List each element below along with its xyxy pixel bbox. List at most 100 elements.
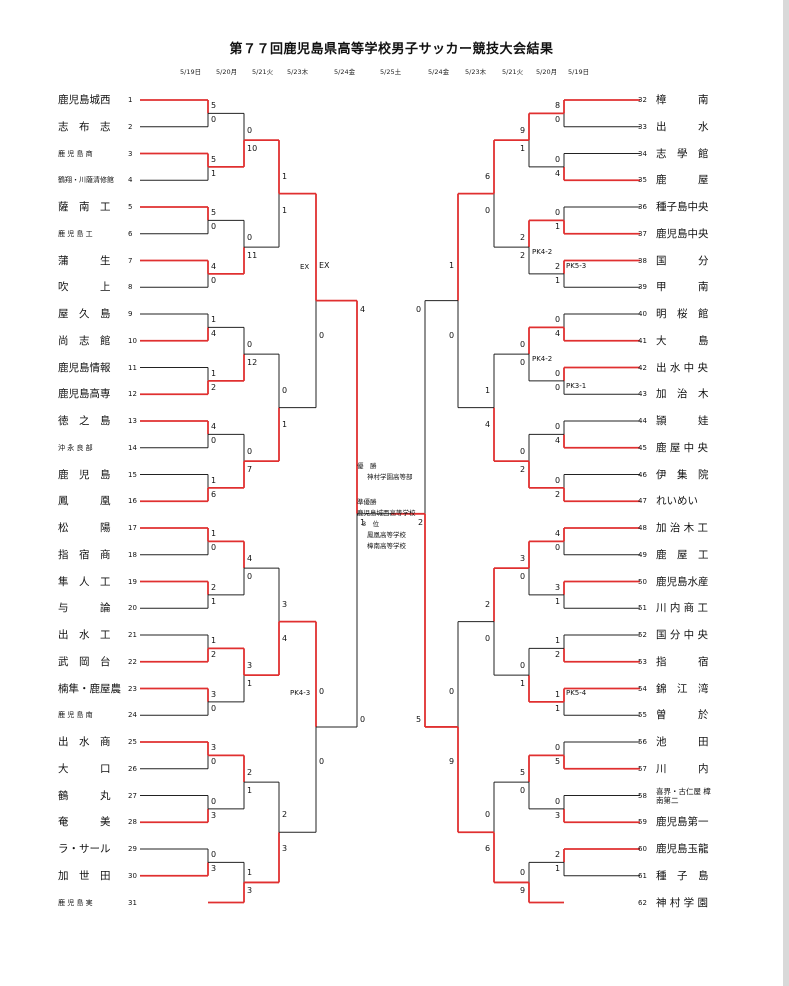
- seed-number: 29: [128, 845, 137, 853]
- score-r4: 0: [319, 330, 325, 340]
- champion-label: 優 勝: [357, 462, 377, 470]
- score-r4: 9: [449, 756, 455, 766]
- team-name-left: 徳 之 島: [58, 415, 111, 427]
- score-r1: 1: [555, 636, 561, 646]
- score-r1: 2: [211, 582, 217, 592]
- score-r1: 3: [211, 689, 217, 699]
- score-r4: 0: [449, 686, 455, 696]
- team-name-left: 尚 志 館: [58, 334, 111, 347]
- team-name-right: 大 島: [656, 334, 709, 347]
- seed-number: 60: [638, 845, 647, 853]
- score-r2: 7: [247, 465, 253, 475]
- team-name-right: 国 分: [656, 254, 709, 267]
- score-r1: 5: [555, 757, 561, 767]
- score-r1: 4: [555, 529, 561, 539]
- score-r1: 0: [555, 154, 561, 164]
- seed-number: 62: [638, 898, 647, 907]
- score-r2: 9: [520, 126, 526, 136]
- score-r2: 1: [247, 786, 253, 796]
- seed-number: 56: [638, 738, 647, 746]
- seed-number: 16: [128, 497, 137, 506]
- team-name-left: 鹿児島高専: [58, 388, 111, 401]
- score-r3: 1: [282, 205, 288, 215]
- score-r1: 4: [211, 329, 217, 339]
- seed-number: 46: [638, 470, 647, 479]
- seed-number: 5: [128, 203, 133, 211]
- score-r2: 11: [247, 251, 258, 261]
- team-name-left: 鹿 児 島 実: [58, 898, 93, 907]
- team-name-left: 加 世 田: [58, 869, 111, 882]
- score-r1: 2: [555, 850, 561, 860]
- score-r1: 0: [555, 543, 561, 553]
- score-r2: 3: [247, 661, 253, 671]
- seed-number: 11: [128, 363, 137, 372]
- seed-number: 32: [638, 96, 647, 104]
- score-r1: 0: [211, 436, 217, 446]
- team-name-right: 出 水 中 央: [656, 361, 709, 374]
- team-name-left: 鹿 児 島 南: [58, 711, 93, 720]
- score-r1: 2: [555, 650, 561, 660]
- date-left-r1: 5/19日: [180, 68, 202, 76]
- score-r1: 1: [211, 636, 217, 646]
- team-name-right: 鹿 屋: [656, 174, 709, 187]
- team-name-left: 武 岡 台: [58, 655, 111, 668]
- seed-number: 18: [128, 550, 137, 559]
- team-name-left: 薩 南 工: [58, 201, 111, 213]
- score-r1: 3: [211, 743, 217, 753]
- score-r2: 0: [520, 572, 526, 582]
- score-r3: 2: [485, 599, 491, 609]
- score-r1: 0: [211, 543, 217, 553]
- note-pk-36-37: PK4-2: [532, 248, 553, 256]
- seed-number: 52: [638, 631, 647, 639]
- team-name-left: 奄 美: [58, 816, 111, 829]
- seed-number: 13: [128, 417, 137, 425]
- seed-number: 37: [638, 229, 647, 238]
- score-r2: 9: [520, 886, 526, 896]
- seed-number: 28: [128, 818, 137, 827]
- score-r1: 0: [555, 422, 561, 432]
- score-r4: 1: [449, 260, 455, 270]
- note-pk-38-39: PK5-3: [566, 262, 587, 270]
- score-r1: 1: [211, 596, 217, 606]
- team-name-left: 指 宿 商: [58, 548, 111, 561]
- team-name-right: 鹿 屋 工: [656, 548, 709, 561]
- score-r1: 1: [555, 596, 561, 606]
- seed-number: 3: [128, 149, 133, 158]
- third-team-2: 樟南高等学校: [367, 542, 406, 550]
- seed-number: 50: [638, 577, 647, 586]
- score-r1: 3: [555, 582, 561, 592]
- team-name-right: 甲 南: [656, 281, 709, 294]
- date-left-r5: 5/24金: [334, 68, 356, 76]
- seed-number: 47: [638, 497, 647, 506]
- score-r3: 0: [282, 385, 288, 395]
- seed-number: 25: [128, 738, 137, 746]
- seed-number: 33: [638, 122, 647, 131]
- seed-number: 49: [638, 550, 647, 559]
- seed-number: 39: [638, 283, 647, 292]
- score-semifinal: 0: [416, 304, 422, 314]
- team-name-right: れいめい: [656, 495, 698, 508]
- seed-number: 40: [638, 310, 647, 318]
- score-r2: 1: [520, 144, 526, 154]
- score-r1: 3: [555, 810, 561, 820]
- score-r1: 0: [211, 703, 217, 713]
- team-name-right: 川 内: [656, 762, 709, 775]
- team-name-left: 鳳 凰: [58, 495, 111, 508]
- score-r1: 0: [211, 850, 217, 860]
- score-r1: 2: [211, 382, 217, 392]
- team-name-left: 鶴 丸: [58, 789, 111, 802]
- score-r3: 1: [282, 419, 288, 429]
- team-name-left: 鶴翔・川薩清修館: [58, 176, 114, 185]
- team-name-left: 隼 人 工: [58, 575, 111, 588]
- seed-number: 22: [128, 657, 137, 666]
- score-r2: 0: [247, 572, 253, 582]
- score-r1: 0: [555, 796, 561, 806]
- score-r3: 4: [485, 419, 491, 429]
- seed-number: 15: [128, 470, 137, 479]
- team-name-right: 頴 娃: [656, 415, 709, 427]
- team-name-right: 鹿児島第一: [656, 816, 709, 829]
- note-ex: EX: [300, 263, 310, 271]
- team-name-right: 種 子 島: [656, 869, 709, 882]
- score-r1: 3: [211, 810, 217, 820]
